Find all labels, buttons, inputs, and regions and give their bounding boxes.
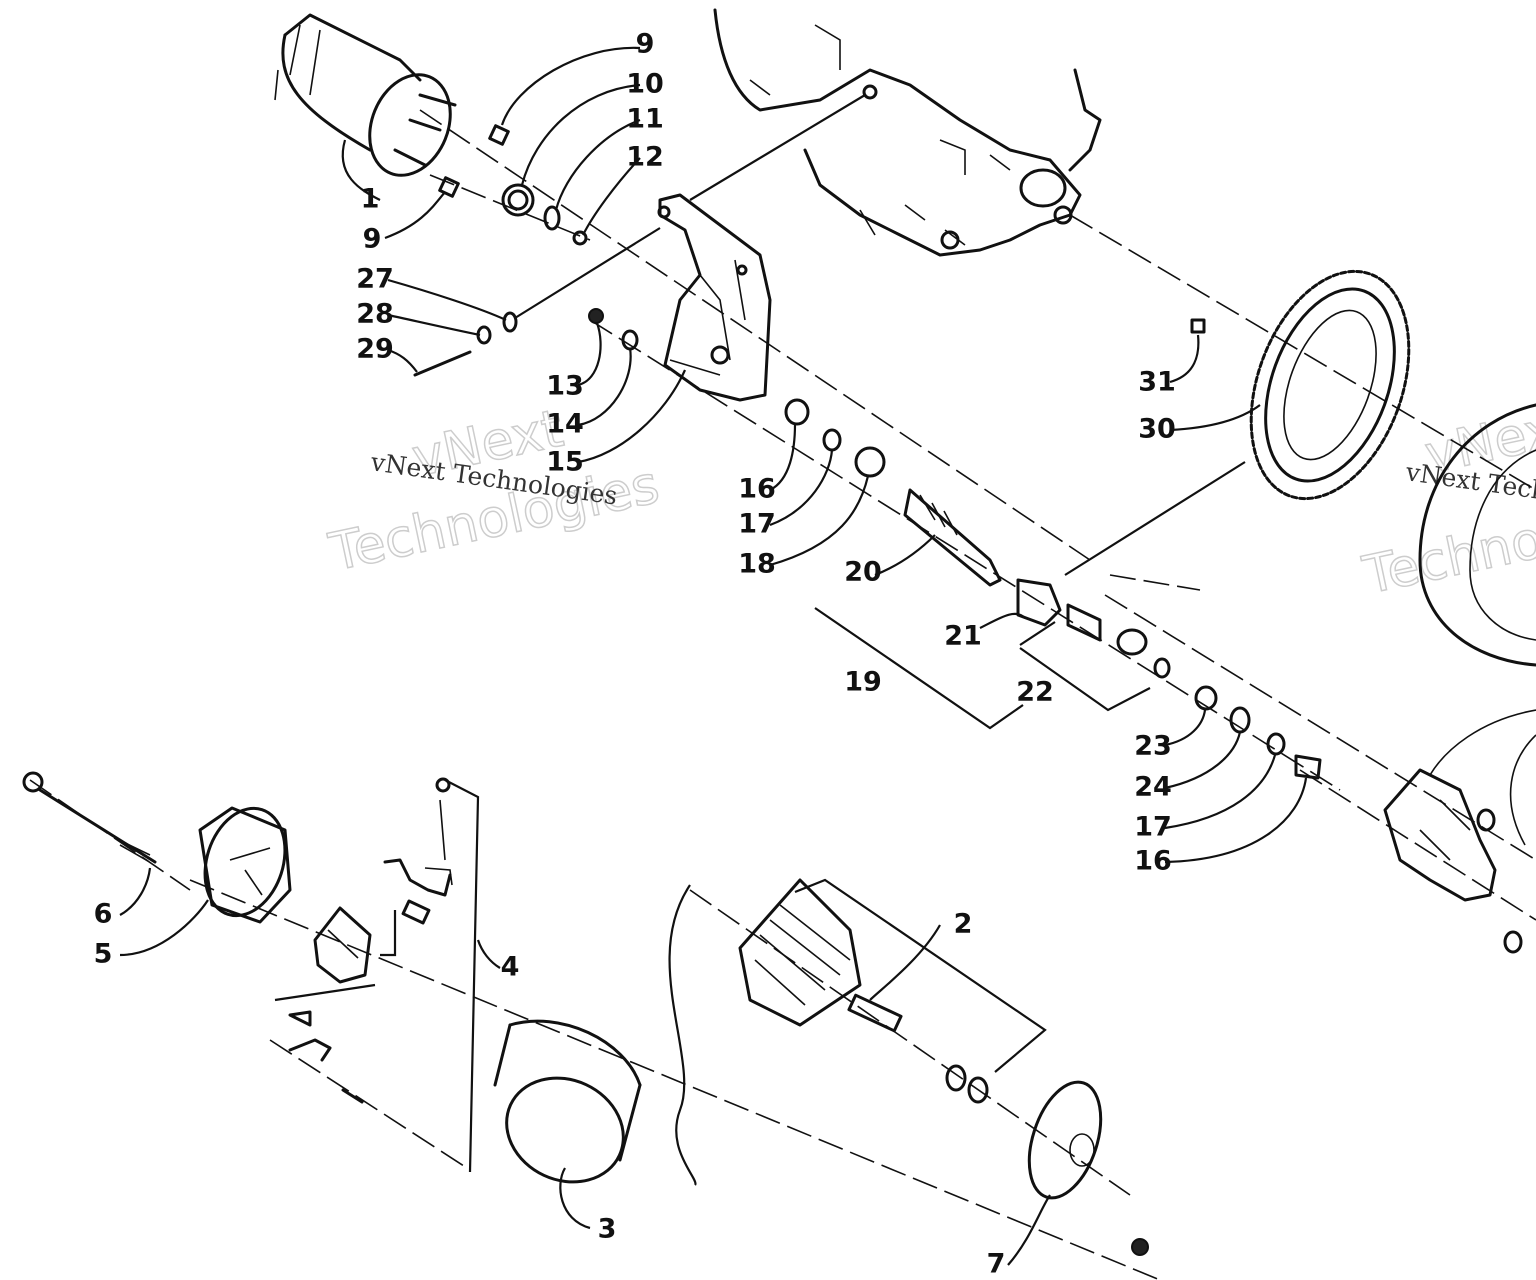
pinion-21 (1016, 578, 1062, 627)
washer-11 (543, 205, 561, 231)
callout-23: 23 (1134, 731, 1172, 762)
bushing-16 (784, 398, 810, 426)
callout-16-lower: 16 (1134, 846, 1172, 877)
callout-3: 3 (598, 1214, 617, 1245)
brush-holder-4 (274, 777, 480, 1173)
engine-block (713, 8, 1102, 257)
clip-12 (572, 230, 588, 246)
callout-20: 20 (844, 557, 882, 588)
washer-27 (502, 311, 518, 333)
assembly-axes (29, 109, 1536, 1280)
callout-9-lower: 9 (363, 224, 382, 255)
callout-labels: 1 2 3 4 5 6 7 9 9 10 11 12 13 14 15 16 1… (94, 29, 1176, 1280)
nut-9-top (488, 124, 510, 146)
callout-15: 15 (546, 447, 584, 478)
bolt-29 (413, 350, 472, 377)
callout-17-upper: 17 (738, 509, 776, 540)
flywheel-housing (1418, 403, 1536, 667)
nut-9-lower (438, 176, 460, 198)
callout-30: 30 (1138, 414, 1176, 445)
callout-19: 19 (844, 667, 882, 698)
ring-gear (1190, 269, 1411, 501)
callout-22: 22 (1016, 677, 1054, 708)
bolt-31 (1190, 318, 1206, 334)
through-bolt-6 (22, 771, 157, 864)
shaft-20 (903, 488, 1002, 587)
nut-13 (588, 308, 604, 324)
callout-13: 13 (546, 371, 584, 402)
washer-17 (822, 428, 842, 452)
callout-17-lower: 17 (1134, 812, 1172, 843)
callout-leaders (119, 46, 1308, 1266)
group-brackets (814, 607, 1151, 730)
callout-12: 12 (626, 142, 664, 173)
bushing-23 (1194, 685, 1218, 711)
starter-motor (274, 13, 457, 177)
drive-train-parts (784, 398, 1322, 780)
callout-24: 24 (1134, 772, 1172, 803)
callout-7: 7 (987, 1249, 1006, 1280)
callout-28: 28 (356, 299, 394, 330)
gear-18 (854, 446, 886, 478)
end-nut (1131, 1238, 1149, 1256)
washer-14 (621, 329, 639, 351)
washer-24 (1229, 706, 1251, 734)
callout-31: 31 (1138, 367, 1176, 398)
callout-11: 11 (626, 104, 664, 135)
callout-14: 14 (546, 409, 584, 440)
callout-9-top: 9 (636, 29, 655, 60)
washer-17b (1266, 732, 1286, 756)
callout-21: 21 (944, 621, 982, 652)
upper-hardware (413, 124, 639, 377)
callout-5: 5 (94, 939, 113, 970)
callout-16-upper: 16 (738, 474, 776, 505)
spring-22 (1066, 603, 1102, 642)
yoke-3 (493, 1019, 642, 1184)
callout-2: 2 (954, 909, 973, 940)
bushing-16b (1294, 754, 1322, 780)
mounting-bracket (657, 193, 772, 402)
end-plate-7 (1027, 1080, 1149, 1256)
callout-1: 1 (361, 184, 380, 215)
callout-10: 10 (626, 69, 664, 100)
callout-29: 29 (356, 334, 394, 365)
drive-gear-10 (501, 183, 535, 217)
callout-27: 27 (356, 264, 394, 295)
callout-18: 18 (738, 549, 776, 580)
callout-4: 4 (501, 952, 520, 983)
drive-end-housing (1383, 709, 1536, 954)
end-cover-5 (198, 806, 292, 924)
callout-6: 6 (94, 899, 113, 930)
armature-2 (738, 878, 1047, 1104)
guide-lines (514, 94, 1246, 1186)
